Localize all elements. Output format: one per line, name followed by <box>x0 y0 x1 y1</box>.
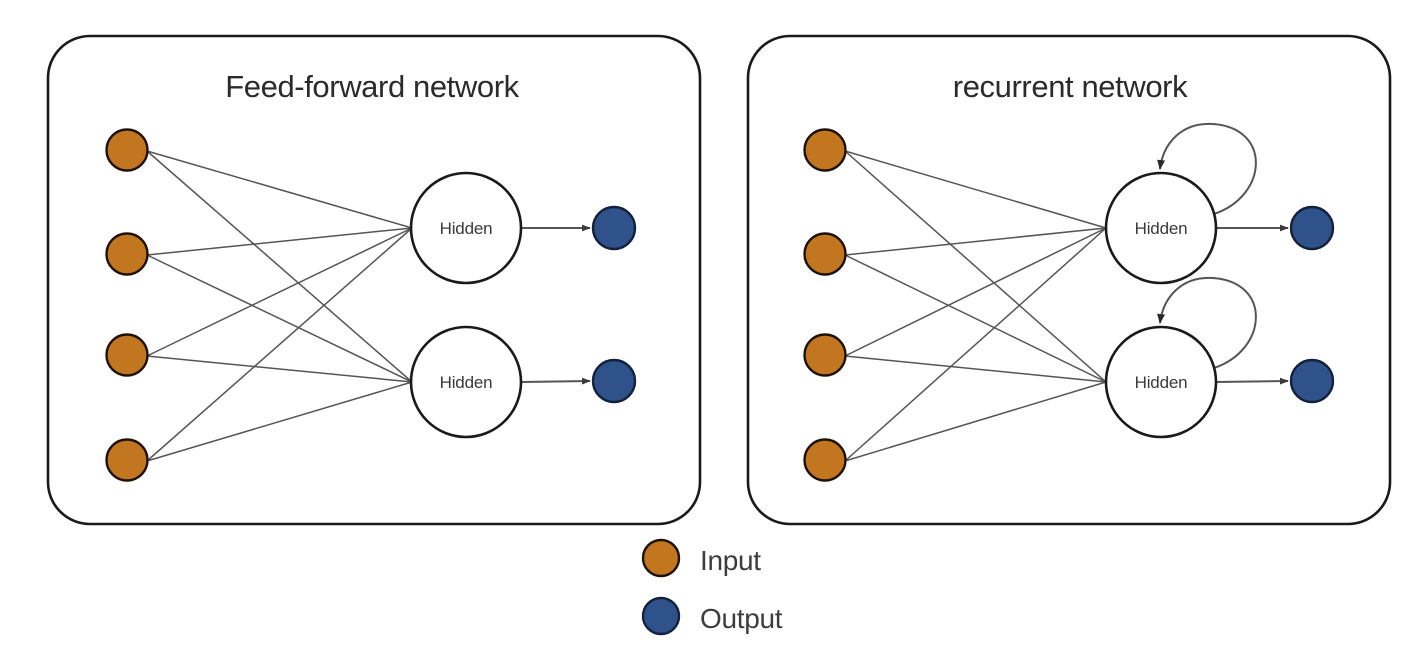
hidden-node-label: Hidden <box>440 373 493 392</box>
edge <box>844 150 1107 229</box>
hidden-node-circle[interactable] <box>409 171 523 285</box>
edge <box>146 150 413 229</box>
legend-label-input: Input <box>700 545 761 576</box>
edge <box>146 150 413 383</box>
edge-group-feed-forward <box>146 150 413 462</box>
self-loop-arrow <box>1157 276 1257 369</box>
hidden-node[interactable]: Hidden <box>409 171 523 285</box>
edge <box>146 254 413 383</box>
edge <box>844 227 1107 256</box>
input-node[interactable] <box>803 333 847 377</box>
panel-border-feed-forward <box>46 34 702 526</box>
hidden-node-circle[interactable] <box>409 325 523 439</box>
panel-title-feed-forward: Feed-forward network <box>225 69 519 104</box>
hidden-node-circle[interactable] <box>1104 171 1218 285</box>
input-node[interactable] <box>803 128 847 172</box>
edge <box>844 381 1107 462</box>
panel-border-recurrent <box>746 34 1392 526</box>
output-node[interactable] <box>1289 205 1335 251</box>
output-node[interactable] <box>1289 358 1335 404</box>
legend-swatch-input <box>641 538 681 578</box>
edge <box>844 150 1107 383</box>
hidden-node[interactable]: Hidden <box>1104 325 1218 439</box>
edge <box>844 227 1107 462</box>
legend-label-output: Output <box>700 603 783 634</box>
edge <box>146 227 413 256</box>
panel-title-recurrent: recurrent network <box>953 69 1188 104</box>
panel-recurrent: recurrent network <box>746 34 1392 526</box>
hidden-node-label: Hidden <box>1135 373 1188 392</box>
edge <box>146 227 413 462</box>
input-node[interactable] <box>105 333 149 377</box>
hidden-node-circle[interactable] <box>1104 325 1218 439</box>
hidden-node-label: Hidden <box>440 219 493 238</box>
legend-item-input: Input <box>641 538 762 578</box>
panel-feed-forward: Feed-forward network <box>46 34 702 526</box>
edge-hidden-to-output <box>1215 377 1289 385</box>
edge <box>146 381 413 462</box>
legend: Input Output <box>641 538 783 636</box>
output-node[interactable] <box>591 358 637 404</box>
edge-group-recurrent <box>844 150 1107 462</box>
output-node[interactable] <box>591 205 637 251</box>
input-node[interactable] <box>105 232 149 276</box>
input-node[interactable] <box>105 438 149 482</box>
edge <box>844 355 1107 383</box>
legend-swatch-output <box>641 596 681 636</box>
edge <box>844 227 1107 357</box>
edge <box>146 355 413 383</box>
hidden-node-label: Hidden <box>1135 219 1188 238</box>
input-node[interactable] <box>105 128 149 172</box>
hidden-node[interactable]: Hidden <box>409 325 523 439</box>
hidden-node[interactable]: Hidden <box>1104 171 1218 285</box>
input-node[interactable] <box>803 438 847 482</box>
edge <box>146 227 413 357</box>
edge <box>844 254 1107 383</box>
edge-hidden-to-output <box>521 377 591 385</box>
self-loop-arrow <box>1157 122 1257 215</box>
input-node[interactable] <box>803 232 847 276</box>
legend-item-output: Output <box>641 596 783 636</box>
